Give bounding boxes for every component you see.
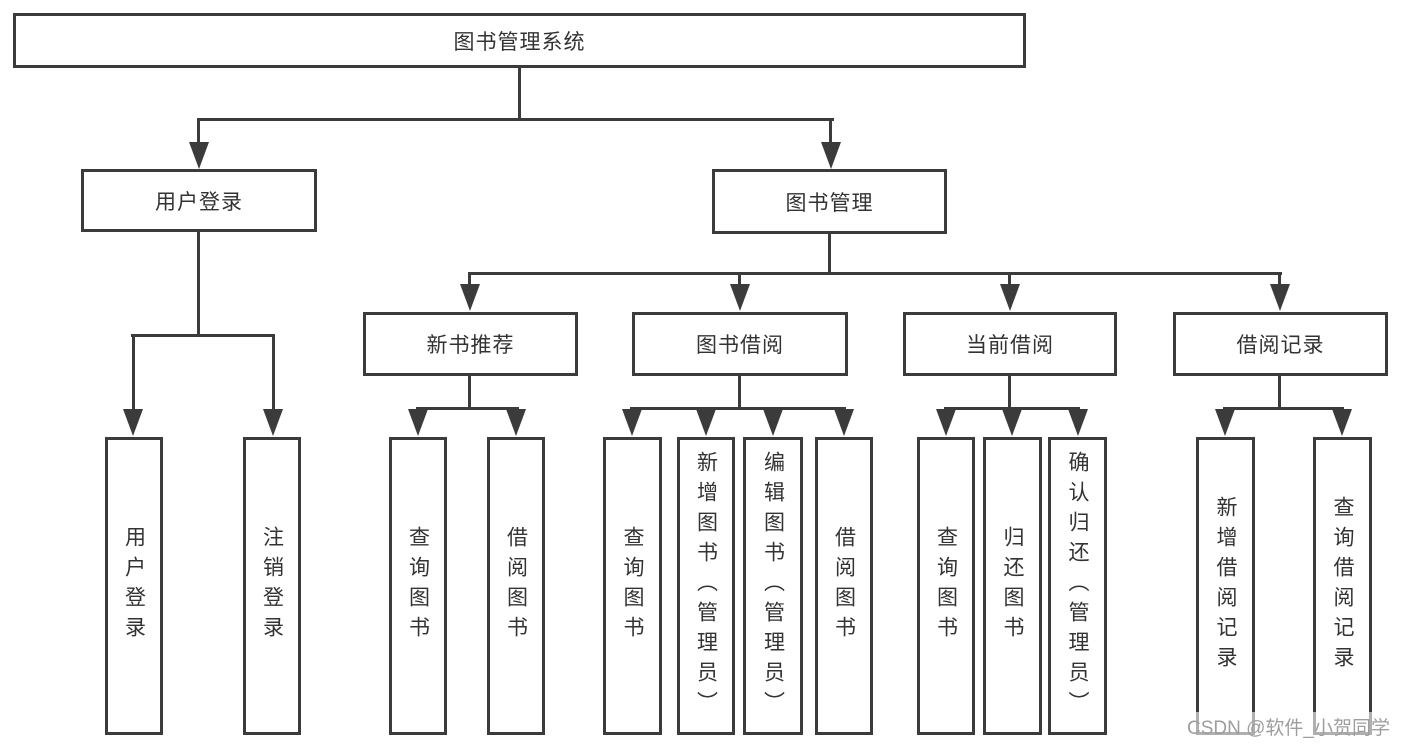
leaf-confirm-return-admin: 确认归还（管理员） bbox=[1048, 437, 1107, 735]
arrow-down-icon bbox=[189, 142, 209, 169]
arrow-down-icon bbox=[408, 409, 428, 436]
connector-user-login-stem bbox=[197, 118, 200, 146]
connector-recommend-branch bbox=[416, 407, 519, 410]
connector-level3-branch bbox=[468, 272, 1282, 275]
arrow-down-icon bbox=[506, 409, 526, 436]
connector-current-branch bbox=[944, 407, 1080, 410]
csdn-watermark: CSDN @软件_小贺同学 bbox=[1183, 712, 1394, 741]
leaf-borrow-books: 借阅图书 bbox=[815, 437, 873, 735]
connector-user-login-branch bbox=[131, 334, 275, 337]
connector-record-down bbox=[1278, 374, 1281, 409]
connector-leaf-stem bbox=[132, 334, 135, 412]
arrow-down-icon bbox=[1002, 409, 1022, 436]
leaf-query-books-recommend: 查询图书 bbox=[389, 437, 447, 735]
arrow-down-icon bbox=[763, 409, 783, 436]
leaf-borrow-books-recommend: 借阅图书 bbox=[487, 437, 545, 735]
connector-record-branch bbox=[1223, 407, 1344, 410]
connector-level2-branch bbox=[197, 118, 834, 121]
connector-borrow-branch bbox=[630, 407, 846, 410]
leaf-return-books: 归还图书 bbox=[983, 437, 1042, 735]
leaf-logout: 注销登录 bbox=[243, 437, 301, 735]
node-book-management: 图书管理 bbox=[712, 169, 947, 234]
leaf-add-borrow-record: 新增借阅记录 bbox=[1196, 437, 1255, 735]
connector-book-mgmt-stem bbox=[829, 118, 832, 146]
connector-root-stem bbox=[518, 68, 521, 120]
leaf-user-login: 用户登录 bbox=[105, 437, 163, 735]
arrow-down-icon bbox=[834, 409, 854, 436]
connector-level3-stem bbox=[468, 272, 471, 288]
node-borrow-record: 借阅记录 bbox=[1173, 312, 1388, 376]
leaf-query-books-borrow: 查询图书 bbox=[603, 437, 662, 735]
node-current-borrow: 当前借阅 bbox=[903, 312, 1117, 376]
connector-leaf-stem bbox=[272, 334, 275, 412]
leaf-query-borrow-record: 查询借阅记录 bbox=[1313, 437, 1372, 735]
connector-book-mgmt-down bbox=[828, 232, 831, 275]
node-library-system: 图书管理系统 bbox=[13, 13, 1026, 68]
arrow-down-icon bbox=[1270, 284, 1290, 311]
connector-level3-stem bbox=[1278, 272, 1281, 288]
arrow-down-icon bbox=[622, 409, 642, 436]
connector-user-login-down bbox=[197, 231, 200, 336]
leaf-add-books-admin: 新增图书（管理员） bbox=[677, 437, 735, 735]
connector-level3-stem bbox=[1008, 272, 1011, 288]
arrow-down-icon bbox=[821, 142, 841, 169]
node-user-login: 用户登录 bbox=[81, 169, 317, 232]
arrow-down-icon bbox=[460, 284, 480, 311]
arrow-down-icon bbox=[123, 409, 143, 436]
arrow-down-icon bbox=[936, 409, 956, 436]
arrow-down-icon bbox=[1215, 409, 1235, 436]
connector-level3-stem bbox=[738, 272, 741, 288]
connector-current-down bbox=[1008, 374, 1011, 409]
connector-recommend-down bbox=[468, 374, 471, 409]
node-book-borrow: 图书借阅 bbox=[632, 312, 848, 376]
arrow-down-icon bbox=[696, 409, 716, 436]
arrow-down-icon bbox=[1068, 409, 1088, 436]
node-new-book-recommend: 新书推荐 bbox=[363, 312, 578, 376]
arrow-down-icon bbox=[1332, 409, 1352, 436]
arrow-down-icon bbox=[263, 409, 283, 436]
leaf-edit-books-admin: 编辑图书（管理员） bbox=[743, 437, 803, 735]
leaf-query-books-current: 查询图书 bbox=[917, 437, 975, 735]
connector-borrow-down bbox=[738, 374, 741, 409]
arrow-down-icon bbox=[730, 284, 750, 311]
arrow-down-icon bbox=[1000, 284, 1020, 311]
